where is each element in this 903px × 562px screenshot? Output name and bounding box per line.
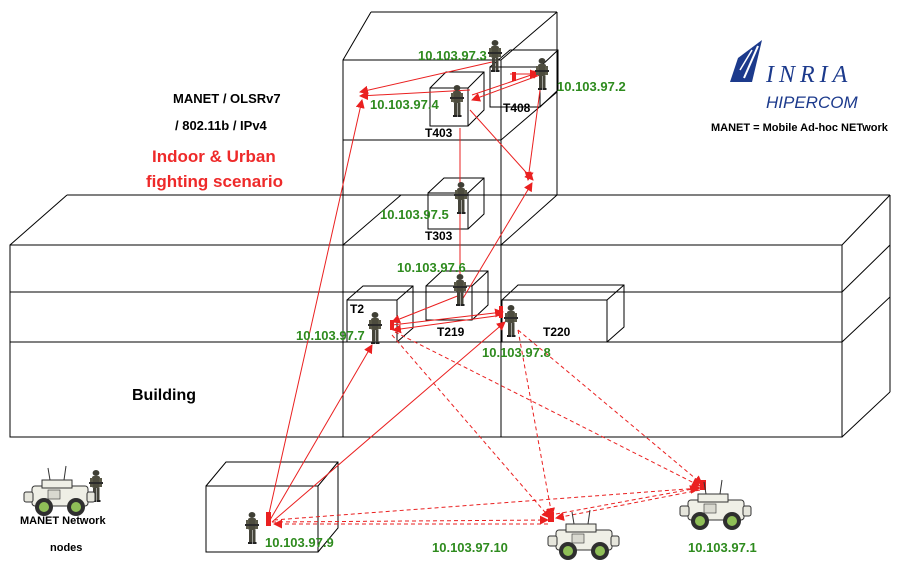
dashed-links	[271, 329, 703, 529]
room-label-t303: T303	[425, 229, 453, 243]
building-label: Building	[132, 387, 196, 404]
link-8-to-10	[517, 329, 555, 517]
link-7-to-10	[391, 334, 551, 519]
link-9-to-1	[273, 484, 701, 521]
protocol-line-2: / 802.11b / IPv4	[175, 118, 268, 133]
ip-label-node-6: 10.103.97.6	[397, 260, 466, 275]
ip-label-node-7: 10.103.97.7	[296, 328, 365, 343]
soldier-icon-node-6	[453, 274, 467, 306]
marker-node-8	[499, 306, 503, 318]
link-2-to-4	[471, 74, 541, 102]
vehicle-icon-node-10	[547, 509, 620, 561]
room-label-t220: T220	[543, 325, 571, 339]
link-8-to-7	[392, 314, 504, 334]
link-9-to-8	[271, 321, 506, 523]
soldier-icon-node-7	[368, 312, 382, 344]
link-1-to-10	[555, 489, 701, 521]
link-8-to-1	[517, 329, 703, 485]
room-label-t219: T219	[437, 325, 465, 339]
soldier-icon-node-2	[535, 58, 549, 90]
inria-wordmark: INRIA	[765, 62, 852, 88]
link-9-to-7	[269, 344, 373, 521]
link-2-to-window	[524, 89, 541, 181]
inria-emblem-icon	[730, 40, 762, 82]
room-t303-box	[427, 177, 485, 230]
scenario-line-1: Indoor & Urban	[152, 147, 276, 166]
link-7-to-8	[391, 308, 504, 326]
room-label-t2: T2	[350, 302, 364, 316]
link-6-to-7	[391, 294, 461, 324]
room-t220-box	[501, 284, 625, 343]
scenario-line-2: fighting scenario	[146, 172, 283, 191]
link-9-to-10	[271, 515, 549, 525]
room-t408-box	[489, 49, 559, 108]
link-10-to-1	[555, 485, 699, 515]
marker-node-1	[700, 480, 706, 490]
soldier-icon-node-4	[450, 85, 464, 117]
ip-label-node-5: 10.103.97.5	[380, 207, 449, 222]
radio-markers	[266, 72, 706, 526]
manet-definition: MANET = Mobile Ad-hoc NETwork	[711, 122, 889, 134]
ip-label-node-2: 10.103.97.2	[557, 79, 626, 94]
link-9-to-4floor	[267, 99, 365, 519]
building-wireframe	[9, 11, 891, 553]
legend-line-2: nodes	[50, 542, 82, 554]
soldier-icon-node-5	[454, 182, 468, 214]
hipercom-label: HIPERCOM	[766, 93, 858, 112]
marker-node-9	[266, 512, 271, 526]
vehicle-icon-node-1	[679, 479, 752, 531]
marker-node-7	[390, 320, 394, 330]
room-label-t403: T403	[425, 126, 453, 140]
inria-logo: INRIA HIPERCOM MANET = Mobile Ad-hoc NET…	[711, 40, 889, 134]
link-7-to-1	[394, 331, 701, 487]
link-4-to-floor	[359, 89, 471, 101]
protocol-line-1: MANET / OLSRv7	[173, 91, 281, 106]
marker-node-10	[548, 512, 554, 522]
ip-label-node-10: 10.103.97.10	[432, 540, 508, 555]
room-t219-box	[425, 270, 489, 321]
link-6-to-8	[461, 182, 533, 301]
ip-label-node-9: 10.103.97.9	[265, 535, 334, 550]
tower	[342, 11, 558, 438]
soldier-icon-node-9	[245, 512, 259, 544]
link-4-to-window	[469, 109, 534, 181]
link-3-to-floor	[359, 61, 493, 95]
outdoor-box	[205, 461, 339, 553]
ip-label-node-3: 10.103.97.3	[418, 48, 487, 63]
ip-label-node-1: 10.103.97.1	[688, 540, 757, 555]
vehicle-icon-legend	[23, 465, 96, 517]
ip-label-node-4: 10.103.97.4	[370, 97, 439, 112]
legend-line-1: MANET Network	[20, 515, 106, 527]
room-t403-box	[429, 71, 485, 127]
ip-label-node-8: 10.103.97.8	[482, 345, 551, 360]
room-label-t408: T408	[503, 101, 531, 115]
soldier-icon-node-8	[504, 305, 518, 337]
marker-node-2	[512, 72, 516, 81]
link-4-to-2	[471, 70, 541, 96]
